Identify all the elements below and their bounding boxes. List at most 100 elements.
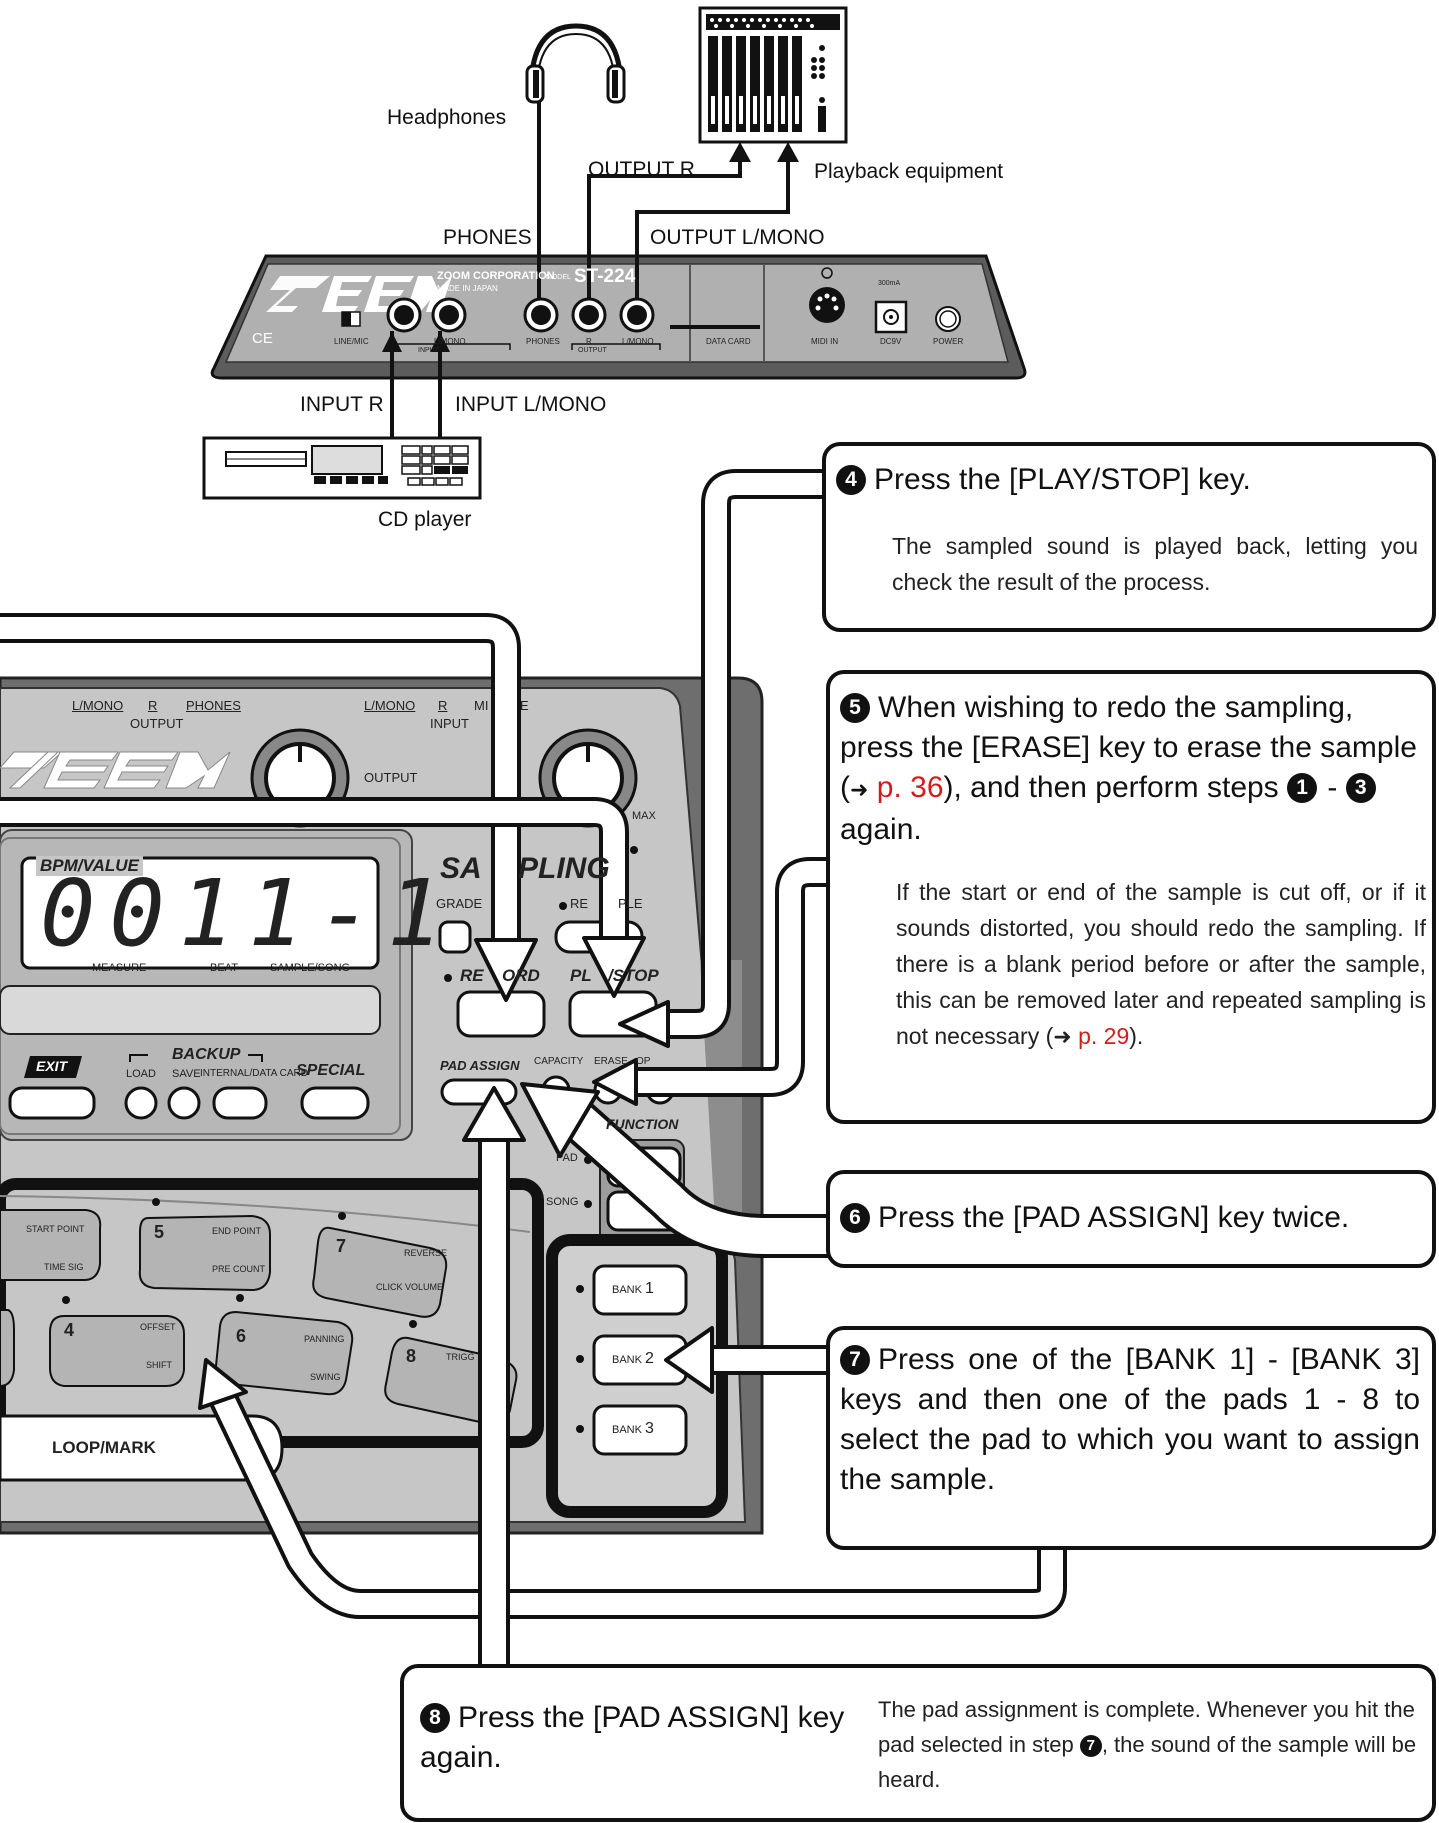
front-play-b: /STOP <box>608 966 659 985</box>
output-lmono-jack[interactable] <box>619 297 655 333</box>
front-pad-assign: PAD ASSIGN <box>440 1058 520 1073</box>
front-rec-sample-a: RE <box>570 896 589 911</box>
pad-6-num: 6 <box>236 1326 247 1346</box>
rear-made: MADE IN JAPAN <box>437 284 498 293</box>
pad-3[interactable] <box>0 1209 102 1281</box>
front-in-lmono: L/MONO <box>364 698 416 713</box>
input-lmono-jack[interactable] <box>431 297 467 333</box>
dc9v-jack[interactable] <box>874 300 908 334</box>
rear-input-lmono: L/MONO <box>434 337 466 346</box>
label-output-r: OUTPUT R <box>588 158 695 181</box>
front-out-r: R <box>148 698 158 713</box>
front-out-phones: PHONES <box>186 698 241 713</box>
front-record-b: ORD <box>502 966 540 985</box>
label-headphones: Headphones <box>387 106 507 129</box>
save-button[interactable] <box>167 1086 201 1120</box>
grade-button[interactable] <box>438 920 472 954</box>
bank-3-label: BANK 3 <box>612 1420 654 1437</box>
step-5-ref-from: 1 <box>1287 773 1318 803</box>
step-8-body: The pad assignment is complete. Whenever… <box>878 1697 1417 1792</box>
pad-6-bottom: SWING <box>310 1372 341 1382</box>
special-button[interactable] <box>300 1086 370 1120</box>
mixer-channels <box>708 36 802 132</box>
label-input-lmono: INPUT L/MONO <box>455 393 607 416</box>
step-5-body-link[interactable]: p. 29 <box>1078 1023 1130 1049</box>
front-input-group: INPUT <box>430 716 469 731</box>
rear-input-group: INPUT <box>418 347 439 354</box>
pad-2[interactable] <box>0 1309 15 1388</box>
rear-dc9v: DC9V <box>880 337 902 346</box>
front-beat: BEAT <box>210 962 238 974</box>
pad-8-top: TRIGG <box>446 1352 475 1362</box>
midi-in-port[interactable] <box>809 267 845 323</box>
front-sampling-b: PLING <box>518 852 610 885</box>
front-function: FUNCTION <box>606 1116 679 1132</box>
load-button[interactable] <box>124 1086 158 1120</box>
step-4-body: The sampled sound is played back, lettin… <box>892 533 1418 595</box>
internal-card-button[interactable] <box>212 1086 268 1120</box>
rear-model-prefix: MODEL <box>546 274 571 281</box>
front-save: SAVE <box>172 1068 201 1080</box>
front-out-lmono: L/MONO <box>72 698 124 713</box>
input-r-jack[interactable] <box>386 297 422 333</box>
front-max: MAX <box>632 810 656 822</box>
output-r-jack[interactable] <box>571 297 607 333</box>
pad-7[interactable] <box>312 1226 448 1318</box>
pad-4-bottom: SHIFT <box>146 1360 172 1370</box>
front-sampling-a: SA <box>440 852 482 885</box>
pad-7-num: 7 <box>336 1236 347 1256</box>
step-7-number: 7 <box>840 1345 870 1375</box>
phones-jack[interactable] <box>523 297 559 333</box>
record-button[interactable] <box>456 990 546 1038</box>
front-capacity: CAPACITY <box>534 1056 584 1067</box>
exit-button[interactable] <box>8 1086 96 1120</box>
pad-6[interactable] <box>214 1310 354 1396</box>
front-in-r: R <box>438 698 448 713</box>
pad-assign-button[interactable] <box>440 1078 518 1106</box>
power-switch[interactable] <box>935 306 961 332</box>
bank-3-button[interactable] <box>592 1404 688 1456</box>
pad-5[interactable] <box>138 1214 271 1292</box>
front-in-mi: MI <box>474 698 489 713</box>
pad-4-num: 4 <box>64 1320 75 1340</box>
pad-8-num: 8 <box>406 1346 417 1366</box>
rear-output-group: OUTPUT <box>578 347 607 354</box>
pad-7-bottom: CLICK VOLUME <box>376 1282 444 1292</box>
arrow-right-icon: ➜ <box>850 777 869 802</box>
step-5-page-link[interactable]: p. 36 <box>876 771 944 804</box>
front-internal-card: INTERNAL/DATA CARD <box>200 1068 308 1079</box>
zoom-logo-front <box>0 751 231 789</box>
cable-arrows <box>382 142 799 352</box>
bank-1-button[interactable] <box>592 1264 688 1316</box>
pad-4[interactable] <box>49 1315 185 1387</box>
rear-ce: CE <box>252 330 273 347</box>
step-4-number: 4 <box>836 465 866 495</box>
cables <box>390 98 790 438</box>
step-5-number: 5 <box>840 693 870 723</box>
front-in-e: E <box>520 698 529 713</box>
callout-paths <box>0 469 1067 1664</box>
cd-player-icon <box>202 436 482 500</box>
front-measure: MEASURE <box>92 962 147 974</box>
label-output-lmono: OUTPUT L/MONO <box>650 226 825 249</box>
step-8-ref: 7 <box>1079 1735 1102 1757</box>
mixer-icon <box>698 6 848 144</box>
rear-rating: 300mA <box>878 280 901 287</box>
rear-panel <box>210 254 1027 380</box>
front-lcd-digits: 0011-1 <box>40 860 457 967</box>
front-sample-song: SAMPLE/SONG <box>270 962 351 974</box>
pad-5-top: END POINT <box>212 1226 262 1236</box>
pad-7-top: REVERSE <box>404 1248 448 1258</box>
step-5-ref-to: 3 <box>1345 773 1376 803</box>
lcd-display <box>20 856 380 970</box>
front-pad: PAD <box>556 1152 578 1164</box>
loop-mark-label: LOOP/MARK <box>52 1438 156 1457</box>
rear-brand: ZOOM CORPORATION <box>437 270 555 282</box>
step-6-number: 6 <box>840 1203 870 1233</box>
